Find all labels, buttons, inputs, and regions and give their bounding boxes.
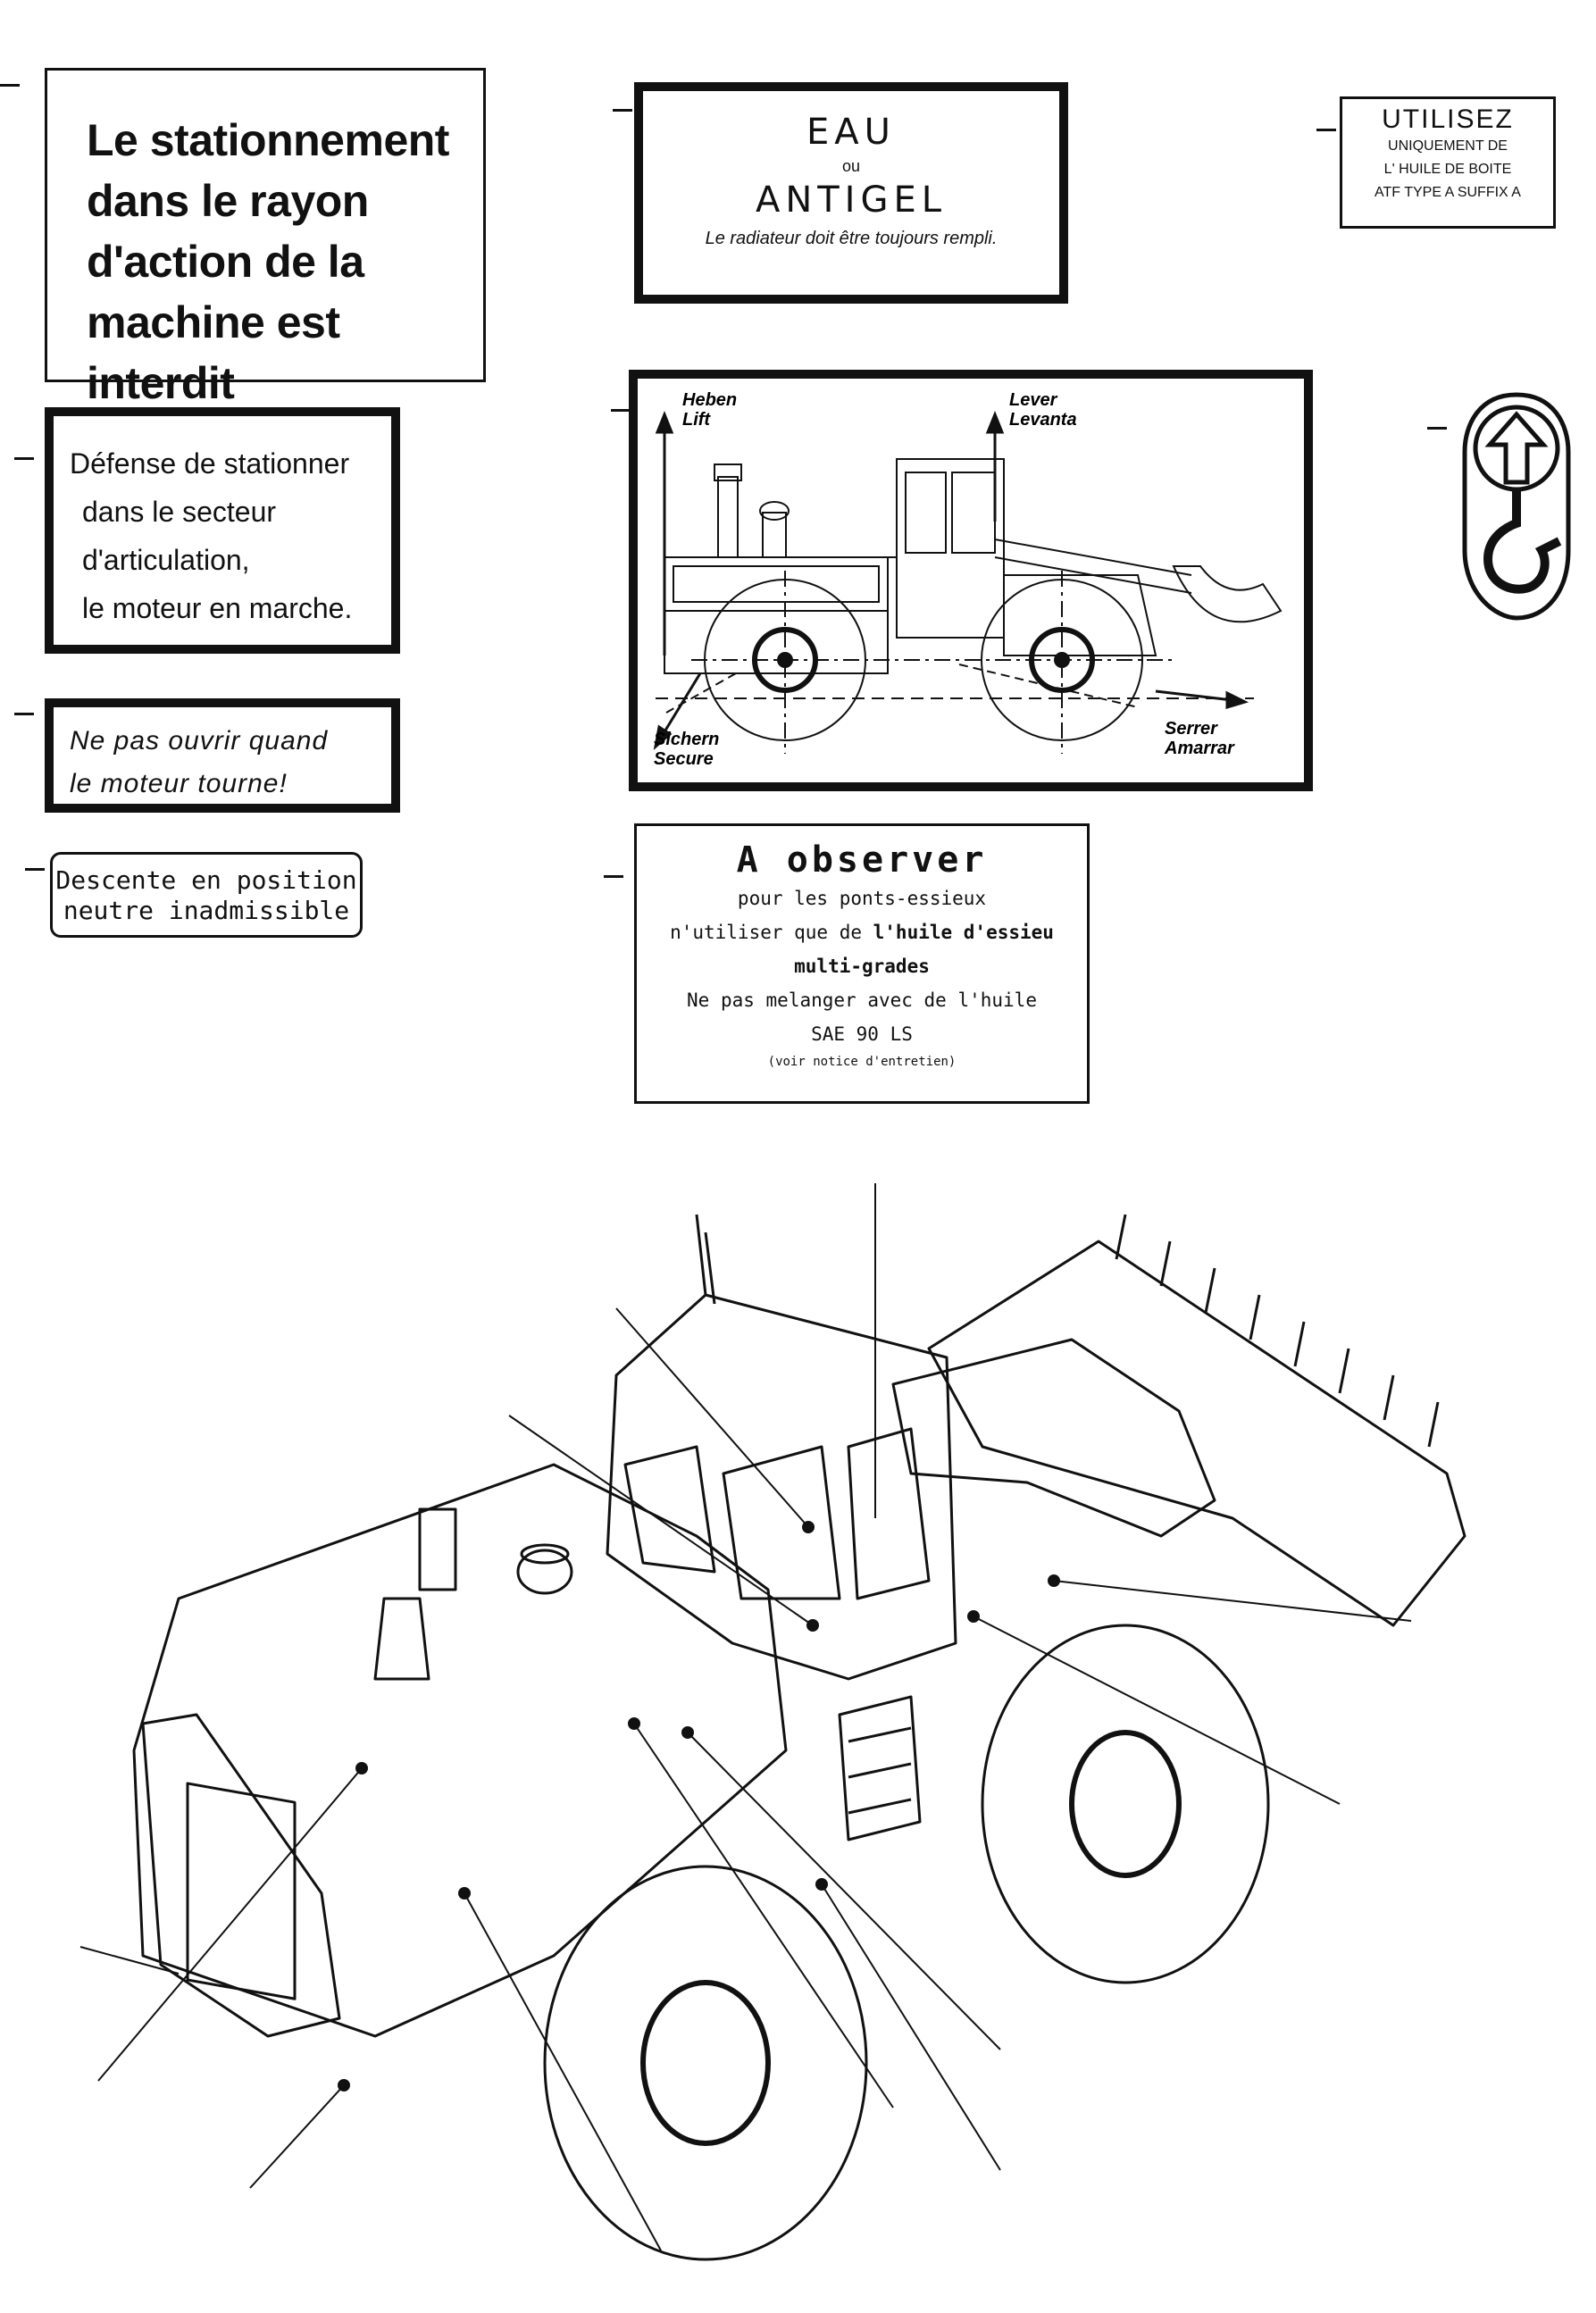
decal-line-part: n'utiliser que de bbox=[670, 922, 873, 943]
decal-line: machine est interdit bbox=[87, 297, 340, 408]
decal-line: ATF TYPE A SUFFIX A bbox=[1375, 185, 1521, 200]
leader-tick bbox=[1427, 427, 1447, 430]
leader-tick bbox=[25, 868, 45, 871]
decal-line: multi-grades bbox=[794, 956, 930, 977]
decal-no-parking-radius: Le stationnement dans le rayon d'action … bbox=[45, 68, 486, 408]
decal-line: Le stationnement bbox=[87, 115, 449, 165]
loader-side-view-illustration: Heben Lift Lever Levanta Sichern Secure … bbox=[653, 390, 1283, 769]
decal-line: (voir notice d'entretien) bbox=[767, 1055, 957, 1069]
leader-tick bbox=[604, 875, 623, 878]
label-serrer: Serrer bbox=[1165, 719, 1218, 739]
label-levanta: Levanta bbox=[1009, 410, 1077, 430]
decal-title: A observer bbox=[736, 839, 988, 881]
decal-subtitle: ANTIGEL bbox=[755, 180, 948, 221]
decal-line: UNIQUEMENT DE bbox=[1388, 138, 1508, 154]
label-heben: Heben bbox=[682, 390, 737, 410]
decal-note: Le radiateur doit être toujours rempli. bbox=[705, 229, 998, 248]
decal-line: dans le secteur bbox=[82, 496, 277, 528]
decal-line: pour les ponts-essieux bbox=[737, 888, 987, 909]
decal-axle-oil: A observer pour les ponts-essieux n'util… bbox=[634, 823, 1090, 1104]
decal-connector: ou bbox=[841, 157, 861, 175]
label-secure: Secure bbox=[654, 749, 714, 769]
decal-line-bold: l'huile d'essieu bbox=[873, 922, 1054, 943]
decal-line: n'utiliser que de l'huile d'essieu bbox=[637, 915, 1087, 949]
label-sichern: Sichern bbox=[654, 730, 719, 749]
label-lever: Lever bbox=[1009, 390, 1058, 410]
decal-line: Ne pas ouvrir quand bbox=[70, 726, 329, 756]
decal-water-antifreeze: EAU ou ANTIGEL Le radiateur doit être to… bbox=[634, 82, 1068, 304]
decal-line: Défense de stationner bbox=[70, 447, 350, 480]
decal-lift-secure-diagram: Heben Lift Lever Levanta Sichern Secure … bbox=[629, 370, 1313, 791]
decal-do-not-open: Ne pas ouvrir quand le moteur tourne! bbox=[45, 698, 400, 813]
lift-hook-arrow-icon bbox=[1462, 392, 1571, 621]
decal-neutral-descent: Descente en position neutre inadmissible bbox=[50, 852, 363, 938]
wheel-loader-illustration bbox=[79, 1183, 1466, 2261]
leader-tick bbox=[613, 109, 632, 112]
decal-line: d'action de la bbox=[87, 237, 364, 287]
label-lift: Lift bbox=[682, 410, 711, 430]
decal-line: d'articulation, bbox=[82, 544, 250, 576]
decal-line: neutre inadmissible bbox=[63, 896, 350, 925]
leader-tick bbox=[14, 457, 34, 460]
decal-title: EAU bbox=[806, 112, 896, 153]
leader-tick bbox=[0, 84, 20, 87]
decal-line: le moteur tourne! bbox=[70, 769, 288, 798]
decal-line: SAE 90 LS bbox=[811, 1023, 913, 1045]
decal-no-parking-articulation: Défense de stationner dans le secteur d'… bbox=[45, 407, 400, 654]
leader-tick bbox=[611, 409, 631, 412]
decal-title: UTILISEZ bbox=[1382, 104, 1514, 134]
leader-tick bbox=[14, 713, 34, 715]
decal-line: L' HUILE DE BOITE bbox=[1383, 162, 1512, 177]
decal-line: dans le rayon bbox=[87, 176, 369, 226]
decal-line: le moteur en marche. bbox=[82, 592, 353, 624]
label-amarrar: Amarrar bbox=[1164, 739, 1235, 758]
decal-line: Descente en position bbox=[55, 865, 357, 895]
leader-tick bbox=[1316, 129, 1336, 131]
decal-line: Ne pas melanger avec de l'huile bbox=[687, 989, 1037, 1011]
decal-gearbox-oil: UTILISEZ UNIQUEMENT DE L' HUILE DE BOITE… bbox=[1340, 96, 1556, 229]
